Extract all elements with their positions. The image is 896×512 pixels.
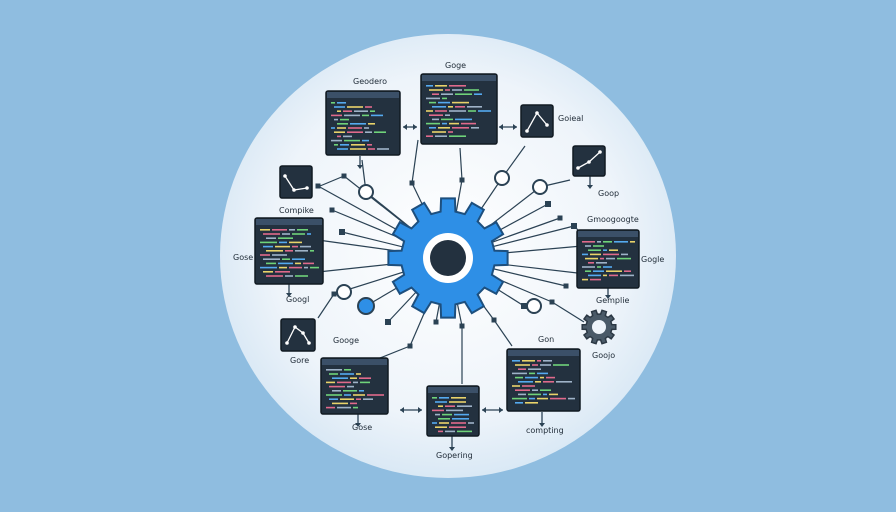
top-left-window-label: Geodero [353, 77, 387, 86]
code-windows [254, 73, 640, 437]
top-left-code-window [325, 90, 401, 156]
connector-node [563, 283, 569, 289]
highlight-node [357, 297, 375, 315]
ring-node [532, 179, 548, 195]
connector-line [317, 293, 335, 319]
connector-node [521, 303, 527, 309]
graph-icons [279, 104, 606, 352]
double-arrow-icon [403, 124, 417, 130]
left-window-side-label: Gose [233, 253, 253, 262]
connector-line [493, 319, 513, 347]
bottom-window-label: Gose [352, 423, 372, 432]
gear-icon [387, 197, 509, 319]
left-code-window [254, 217, 324, 285]
graph-icon-left [279, 165, 313, 199]
connector-node [385, 319, 391, 325]
bottom-center-code-window [426, 385, 480, 437]
connector-node [545, 201, 551, 207]
down-arrow-icon [449, 436, 455, 451]
connector-line [551, 301, 585, 323]
double-arrow-icon [499, 124, 517, 130]
down-arrow-icon [587, 176, 593, 189]
small-gear-icon [581, 309, 617, 345]
bottom-right-window-label: Gon [538, 335, 554, 344]
ring-node [336, 284, 352, 300]
down-arrow-icon [605, 288, 611, 299]
labels: Geodero Goge Goieal Goop Compike Gose Go… [233, 61, 664, 460]
connector-line [319, 175, 345, 187]
connector-line [411, 139, 419, 184]
connector-node [433, 319, 439, 325]
bottom-left-code-window [320, 357, 389, 415]
left-window-bottom-label: Googl [286, 295, 309, 304]
down-arrow-icon [355, 414, 361, 427]
right-window-bottom-label: Gemplie [596, 296, 629, 305]
top-code-window [420, 73, 498, 145]
ring-node [358, 184, 374, 200]
ring-node [526, 298, 542, 314]
right-gear-label: Goojo [592, 351, 615, 360]
connector-line [459, 147, 463, 181]
right-graph-top-label: Goieal [558, 114, 583, 123]
top-window-label: Goge [445, 61, 466, 70]
connector-node [315, 183, 321, 189]
left-graph-label: Compike [279, 206, 314, 215]
graph-icon-top-right [520, 104, 554, 138]
connector-node [329, 207, 335, 213]
lower-left-small-label: Googe [333, 336, 359, 345]
double-arrow-icon [482, 407, 503, 413]
bottom-right-code-window [506, 348, 581, 412]
bottom-center-label: Gopering [436, 451, 473, 460]
connector-node [557, 215, 563, 221]
graph-icon-lower-left [280, 318, 316, 352]
bottom-right-window-bottom-label: compting [526, 426, 564, 435]
right-window-side-label: Gogle [641, 255, 664, 264]
right-code-window [576, 229, 640, 289]
down-arrow-icon [286, 284, 292, 297]
right-graph-label: Goop [598, 189, 619, 198]
down-arrow-icon [357, 156, 363, 169]
lower-left-graph-label: Gore [290, 356, 309, 365]
down-arrow-icon [539, 412, 545, 427]
right-window-top-label: Gmoogoogte [587, 215, 639, 224]
graph-icon-right [572, 145, 606, 177]
double-arrow-icon [400, 407, 422, 413]
connector-node [339, 229, 345, 235]
ring-node [494, 170, 510, 186]
